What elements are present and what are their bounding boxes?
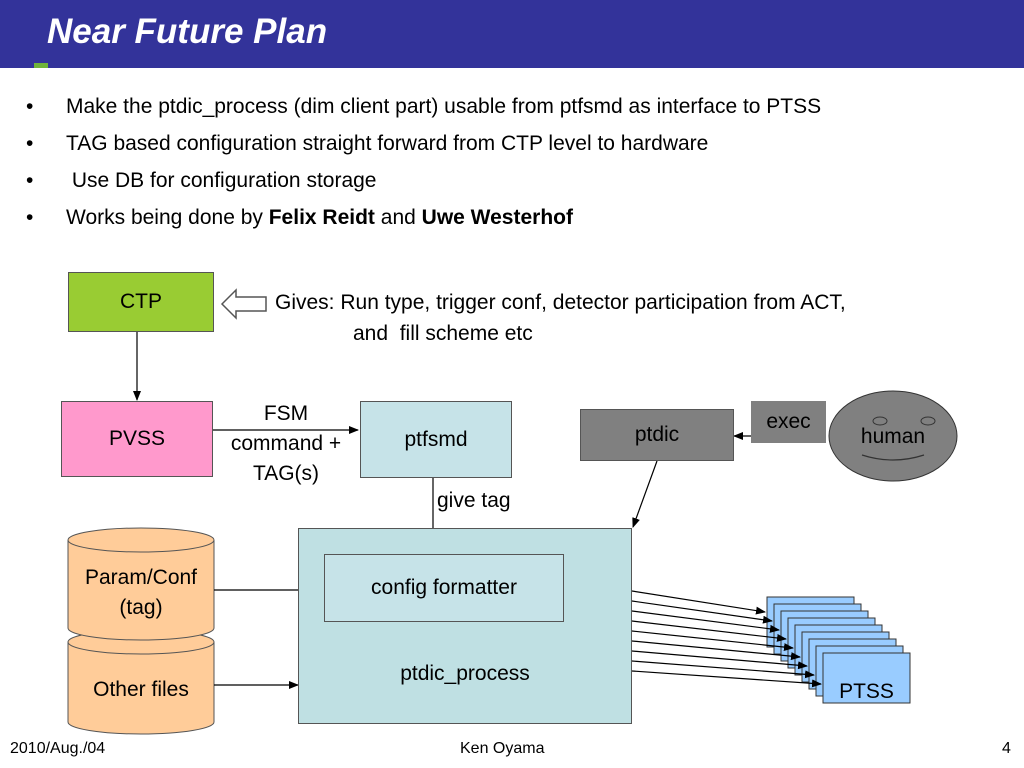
ctp-label: CTP [120,290,162,313]
human-label: human [860,425,926,448]
bullet-item: • Make the ptdic_process (dim client par… [26,92,821,129]
param-conf-label: Param/Conf (tag) [68,563,214,623]
bullet-text: Make the ptdic_process (dim client part)… [66,95,822,118]
ptfsmd-label: ptfsmd [404,427,468,451]
exec-label: exec [766,410,811,433]
config-formatter-label: config formatter [371,576,517,599]
bullet-icon: • [26,206,34,229]
title-accent [34,63,48,68]
footer-author: Ken Oyama [460,740,545,757]
bullet-icon: • [26,169,34,192]
footer-date: 2010/Aug./04 [10,740,106,757]
other-files-label: Other files [93,678,189,701]
param-conf-line1: Param/Conf [84,566,198,589]
bullet-icon: • [26,95,34,118]
bullet-text-prefix: Works being done by [66,206,269,229]
bullet-text: Use DB for configuration storage [66,169,377,192]
author-name-felix: Felix Reidt [268,206,375,229]
gives-text-line2: and fill scheme etc [353,322,533,345]
config-formatter-box: config formatter [324,554,564,622]
footer-page-number: 4 [1002,740,1011,757]
ptdic-label: ptdic [634,423,680,446]
bullet-item: • Use DB for configuration storage [26,166,821,203]
bullet-text-middle: and [374,206,422,229]
bullet-item: • Works being done by Felix Reidt and Uw… [26,203,821,240]
human-icon [828,390,958,482]
ptss-label: PTSS [839,680,894,703]
ptdic-box: ptdic [580,409,734,461]
give-tag-label: give tag [437,489,511,512]
fsm-label-line3: TAG(s) [252,462,320,485]
gives-text-line1: Gives: Run type, trigger conf, detector … [275,291,846,314]
pvss-label: PVSS [108,427,166,450]
bullet-item: • TAG based configuration straight forwa… [26,129,821,166]
exec-box: exec [751,401,826,443]
fsm-label-line1: FSM [263,402,309,425]
ptfsmd-box: ptfsmd [360,401,512,478]
bullet-text: TAG based configuration straight forward… [66,132,709,155]
param-conf-cylinder [67,527,215,641]
title-bar: Near Future Plan [0,0,1024,68]
fsm-command-label: FSM command + TAG(s) [213,399,359,489]
pvss-box: PVSS [61,401,213,477]
bullet-list: • Make the ptdic_process (dim client par… [26,92,821,240]
author-name-uwe: Uwe Westerhof [421,206,573,229]
ctp-box: CTP [68,272,214,332]
param-conf-line2: (tag) [119,596,163,619]
gives-arrow-icon [220,288,267,320]
bullet-icon: • [26,132,34,155]
slide-title: Near Future Plan [47,12,328,51]
ptdic-process-label: ptdic_process [400,662,530,685]
fsm-label-line2: command + [230,432,342,455]
